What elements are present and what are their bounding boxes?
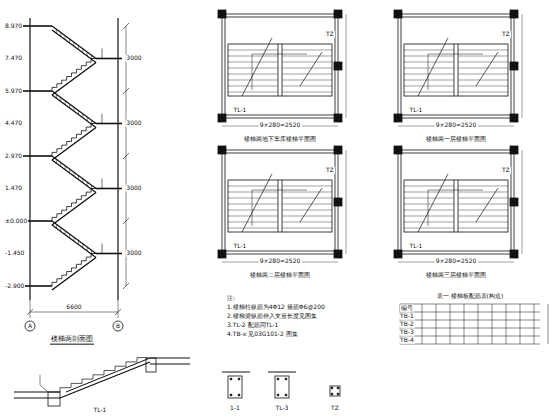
drawing-label: TB-3 (399, 329, 415, 336)
drawing-label: TL-1 (233, 243, 248, 250)
drawing-label: 9×280=2520 (259, 258, 302, 265)
drawing-label: TZ (325, 31, 335, 38)
drawing-label: -2.900 (4, 283, 25, 290)
drawing-label: TB-2 (399, 321, 415, 328)
drawing-label: 7.470 (4, 55, 23, 62)
drawing-label: 9×280=2520 (435, 258, 478, 265)
drawing-title: 楼梯两剖面图 (50, 336, 94, 345)
drawing-label: 3.TL-2 配筋同TL-1 (226, 322, 279, 329)
drawing-label: 8.970 (4, 23, 23, 30)
drawing-label: 表一 楼梯板配筋表(构造) (436, 293, 505, 300)
drawing-label: 编号 (400, 305, 414, 312)
drawing-label: TZ (501, 31, 511, 38)
drawing-label: 9×280=2520 (435, 122, 478, 129)
drawing-label: ±0.000 (4, 218, 28, 225)
drawing-label: TL-1 (409, 243, 424, 250)
drawing-label: 5.970 (4, 88, 23, 95)
drawing-label: TB-4 (399, 337, 415, 344)
drawing-label: 3000 (125, 120, 142, 127)
drawing-title: 楼梯两二层楼梯平面图 (249, 272, 311, 279)
drawing-title: 楼梯两一层楼梯平面图 (425, 136, 487, 143)
drawing-label: A (27, 323, 33, 330)
drawing-label: 注: (226, 295, 236, 302)
drawing-title: 楼梯两三层楼梯平面图 (425, 272, 487, 279)
drawing-label: B (115, 323, 121, 330)
drawing-label: 1-1 (229, 405, 241, 412)
drawing-label: TB-1 (399, 313, 415, 320)
drawing-label: 3000 (125, 250, 142, 257)
drawing-label: 9×280=2520 (259, 122, 302, 129)
drawing-label: 4.470 (4, 120, 23, 127)
drawing-label: 1.470 (4, 185, 23, 192)
drawing-label: TZ (330, 405, 340, 412)
drawing-title: 楼梯两地下车库楼梯平面图 (243, 136, 317, 143)
drawing-label: 1.楼梯柱纵筋为4Φ12 箍筋Φ6@200 (226, 304, 326, 311)
drawing-label: TL-1 (233, 107, 248, 114)
drawing-label: 2.970 (4, 153, 23, 160)
drawing-label: TL-1 (409, 107, 424, 114)
drawing-label: 3000 (125, 55, 142, 62)
drawing-label: 4.TB-x 见03G101-2 图集 (226, 331, 299, 338)
drawing-label: TL-3 (275, 405, 290, 412)
drawing-label: TL-1 (93, 407, 108, 414)
drawing-label: 3000 (125, 185, 142, 192)
drawing-label: 6600 (65, 304, 82, 311)
drawing-label: 2.楼梯梁纵筋伸入支座长度见图集 (226, 313, 318, 320)
drawing-label: TZ (501, 167, 511, 174)
drawing-label: TZ (325, 167, 335, 174)
drawing-label: -1.450 (4, 250, 25, 257)
